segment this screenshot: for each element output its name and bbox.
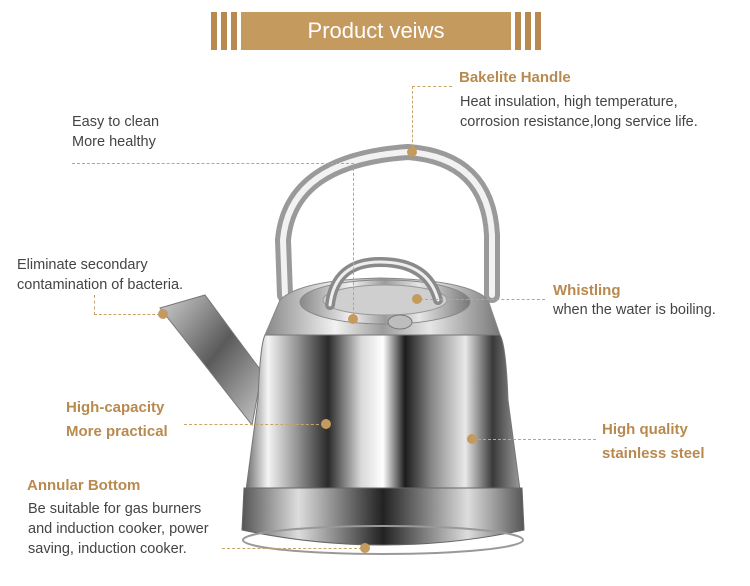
capacity-text-1: High-capacity: [66, 399, 165, 416]
banner-stripe: [515, 12, 521, 50]
banner-stripe: [231, 12, 237, 50]
spout: [159, 294, 263, 427]
spout-text-2: contamination of bacteria.: [17, 277, 184, 293]
bottom-text-2: and induction cooker, power: [28, 521, 209, 537]
kettle-body: [245, 334, 521, 491]
clean-text-1: Easy to clean: [72, 114, 160, 130]
whistle-cap: [387, 314, 413, 330]
steel-text-2: stainless steel: [602, 445, 705, 462]
header-banner: Product veiws: [211, 12, 541, 50]
handle-text-1: Heat insulation, high temperature,: [460, 94, 678, 110]
leader-line: [184, 424, 324, 425]
callout-dot: [467, 434, 477, 444]
spout-text-1: Eliminate secondary: [17, 257, 148, 273]
bottom-text-3: saving, induction cooker.: [28, 541, 187, 557]
leader-line: [94, 295, 95, 315]
bottom-heading: Annular Bottom: [27, 477, 141, 494]
callout-dot: [407, 147, 417, 157]
handle-arch: [274, 143, 500, 303]
leader-line: [412, 86, 413, 152]
annular-bottom: [241, 487, 525, 546]
handle-heading: Bakelite Handle: [459, 69, 571, 86]
bottom-text-1: Be suitable for gas burners: [28, 501, 202, 517]
leader-line: [222, 548, 362, 549]
clean-text-2: More healthy: [72, 134, 156, 150]
leader-line: [94, 314, 160, 315]
banner-stripe: [211, 12, 217, 50]
page-title: Product veiws: [241, 12, 511, 50]
capacity-text-2: More practical: [66, 423, 168, 440]
callout-dot: [360, 543, 370, 553]
banner-stripe: [221, 12, 227, 50]
steel-text-1: High quality: [602, 421, 688, 438]
callout-dot: [321, 419, 331, 429]
leader-line: [353, 163, 354, 315]
handle-text-2: corrosion resistance,long service life.: [460, 114, 698, 130]
callout-dot: [348, 314, 358, 324]
whistle-text: when the water is boiling.: [553, 302, 716, 318]
banner-stripe: [535, 12, 541, 50]
banner-stripe: [525, 12, 531, 50]
leader-line: [478, 439, 596, 440]
leader-line: [412, 86, 452, 87]
whistle-heading: Whistling: [553, 282, 621, 299]
callout-dot: [158, 309, 168, 319]
leader-line: [420, 299, 545, 300]
callout-dot: [412, 294, 422, 304]
leader-line: [72, 163, 354, 164]
